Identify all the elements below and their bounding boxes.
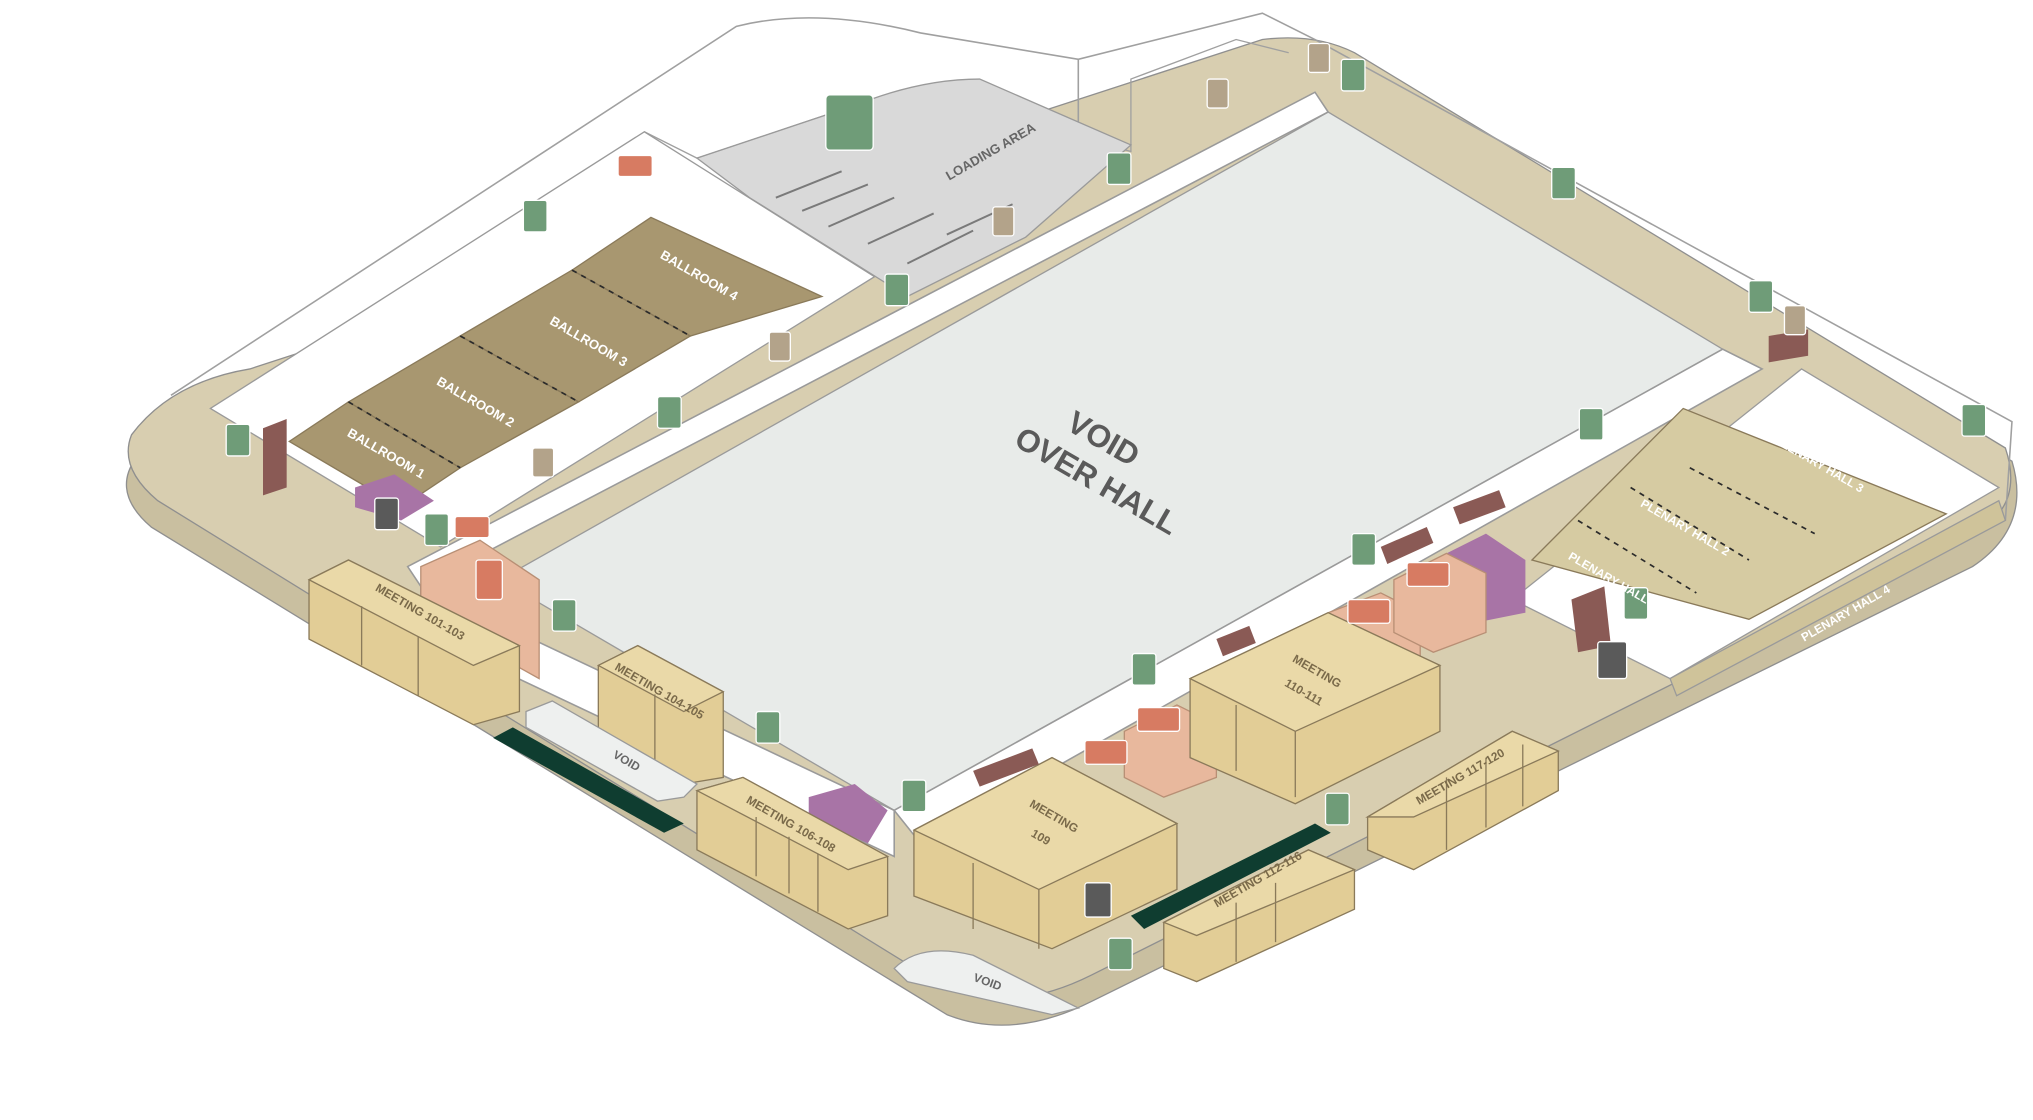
roof-outline (170, 12, 2013, 521)
plenary-hall-floor (1530, 407, 1948, 620)
void-small-south-shape (893, 950, 1081, 1016)
meeting-110-111-block (1188, 611, 1442, 805)
meeting-112-116-block (1162, 849, 1357, 983)
restroom-icon (454, 154, 1450, 765)
void-west-wall (406, 91, 1330, 588)
meeting-106-108-block (695, 776, 890, 930)
elevator-icon (374, 497, 1628, 918)
plenary-hall-4-strip (1669, 499, 2007, 697)
ballroom-4-floor (570, 216, 824, 337)
void-strip-east (1130, 823, 1331, 929)
wall-accents (263, 329, 1809, 787)
meeting-117-120-block (1365, 730, 1560, 871)
plenary-dividers (1577, 467, 1816, 594)
meeting-101-103-block (307, 559, 521, 726)
void-east-wall (893, 348, 1764, 845)
purple-room-south (808, 784, 888, 844)
ballroom-dividers (348, 269, 691, 469)
loading-markings (775, 170, 1013, 265)
emergency-exit-icon (225, 58, 1987, 971)
void-strip-west (493, 727, 684, 833)
stairs-icon (531, 42, 1807, 478)
void-small-west-shape (525, 700, 699, 802)
